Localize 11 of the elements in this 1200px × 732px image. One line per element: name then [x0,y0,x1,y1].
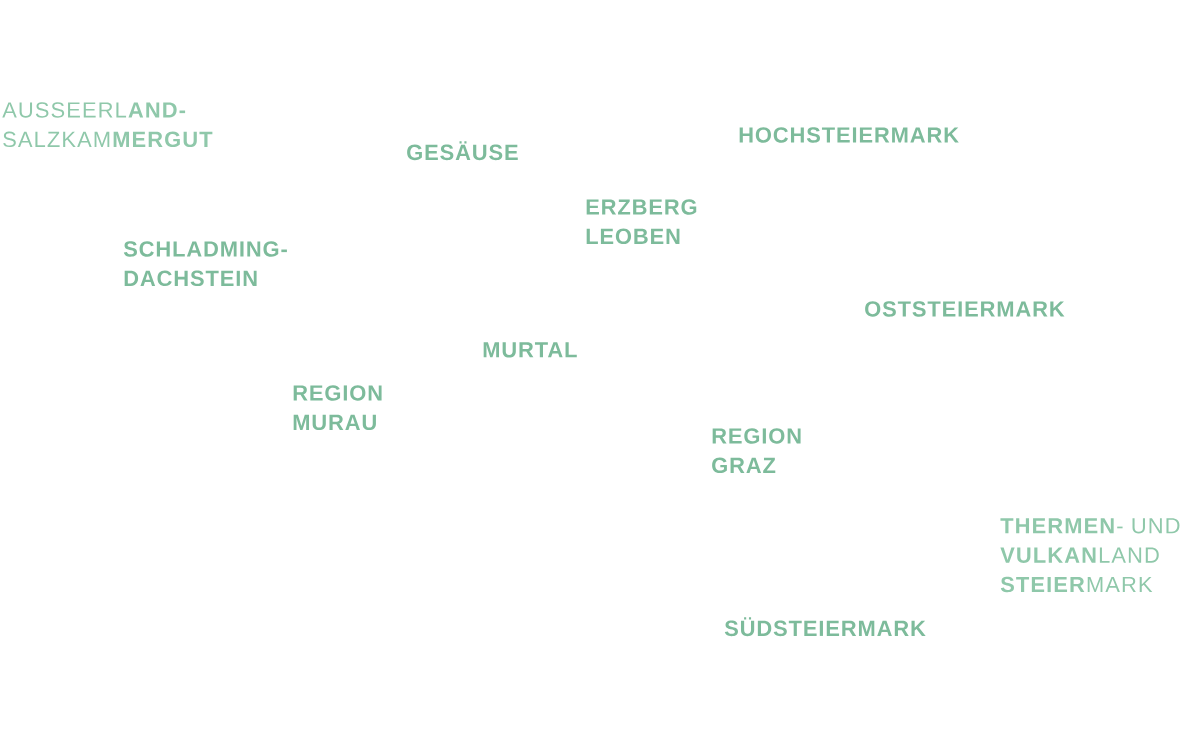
region-label: AUSSEERLAND- SALZKAMMERGUT [2,102,213,148]
region-label: GESÄUSE [407,141,518,161]
region-label: REGION MURAU [293,385,382,431]
region-label: REGION GRAZ [712,428,801,474]
region-label: SÜDSTEIERMARK [724,617,926,637]
region-label: SCHLADMING- DACHSTEIN [123,241,287,287]
region-label: OSTSTEIERMARK [865,301,1065,317]
region-label: ERZBERG LEOBEN [586,199,697,245]
region-label: THERMEN- UND VULKANLAND STEIERMARK [1000,518,1180,593]
region-label: MURTAL [483,342,577,358]
region-label: HOCHSTEIERMARK [739,127,959,143]
